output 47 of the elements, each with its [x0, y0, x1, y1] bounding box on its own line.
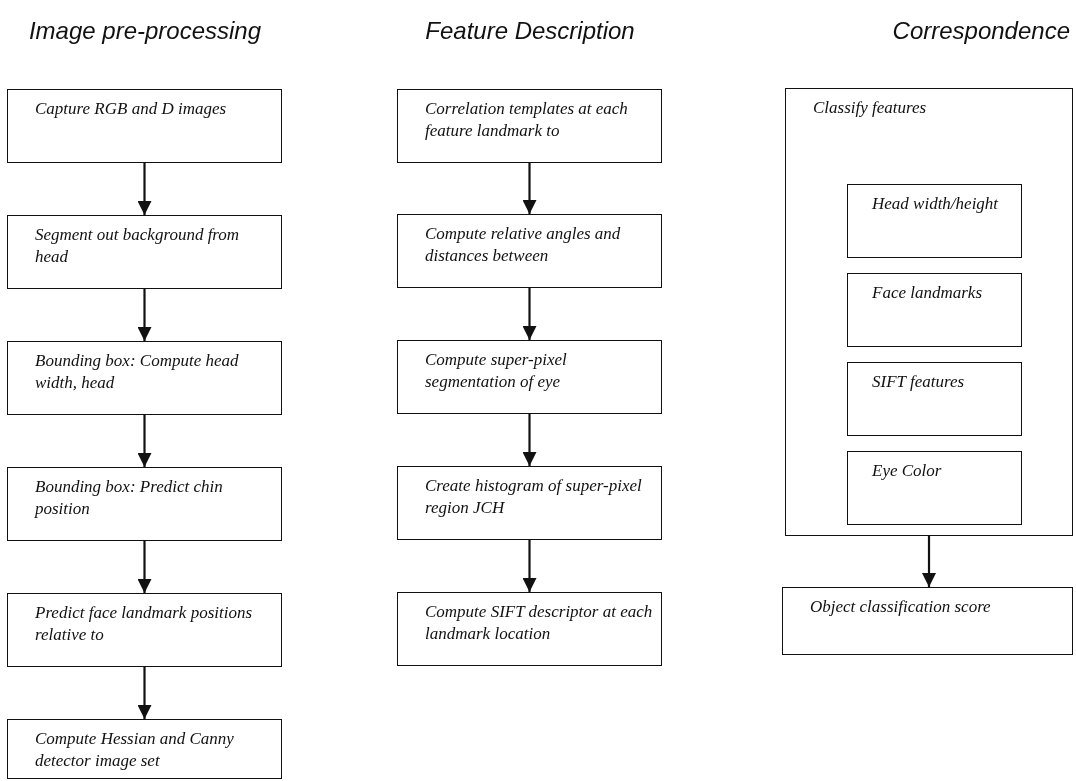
box-text: Capture RGB and D images — [35, 98, 227, 120]
arrow — [137, 541, 152, 593]
box-text: Face landmarks — [872, 282, 982, 304]
box-text: Bounding box: Predict chin position — [35, 476, 224, 520]
process-box — [785, 88, 1073, 536]
process-box — [7, 89, 282, 163]
process-box — [847, 273, 1022, 347]
box-text: Object classification score — [810, 596, 991, 618]
process-box — [7, 467, 282, 541]
arrow — [522, 163, 537, 214]
box-text: Predict face landmark positions relative to — [35, 602, 254, 646]
box-text: Create histogram of super-pixel region JCH — [425, 475, 643, 519]
process-box — [397, 89, 662, 163]
box-text: Compute SIFT descriptor at each landmark location — [425, 601, 653, 645]
box-text: Compute relative angles and distances between — [425, 223, 622, 267]
process-box — [847, 451, 1022, 525]
box-text: Compute Hessian and Canny detector image set — [35, 728, 235, 772]
arrow — [137, 415, 152, 467]
box-text: Head width/height — [872, 193, 999, 215]
process-box — [7, 719, 282, 779]
process-box — [397, 466, 662, 540]
box-text: Compute super-pixel segmentation of eye — [425, 349, 568, 393]
column-heading: Correspondence — [892, 17, 1070, 45]
process-box — [397, 592, 662, 666]
arrow — [522, 414, 537, 466]
arrow — [522, 540, 537, 592]
box-text: Classify features — [813, 97, 927, 119]
process-box — [7, 593, 282, 667]
process-box — [782, 587, 1073, 655]
process-box — [397, 340, 662, 414]
arrow — [137, 289, 152, 341]
box-text: Eye Color — [872, 460, 942, 482]
process-box — [847, 362, 1022, 436]
box-text: SIFT features — [872, 371, 965, 393]
arrow — [137, 163, 152, 215]
box-text: Correlation templates at each feature landmark to — [425, 98, 629, 142]
process-box — [7, 341, 282, 415]
process-box — [7, 215, 282, 289]
column-heading: Feature Description — [425, 17, 635, 45]
arrow — [522, 288, 537, 340]
box-text: Segment out background from head — [35, 224, 241, 268]
box-text: Bounding box: Compute head width, head — [35, 350, 240, 394]
column-heading: Image pre-processing — [28, 17, 262, 45]
arrow — [137, 667, 152, 719]
arrow — [922, 536, 936, 587]
process-box — [847, 184, 1022, 258]
process-box — [397, 214, 662, 288]
